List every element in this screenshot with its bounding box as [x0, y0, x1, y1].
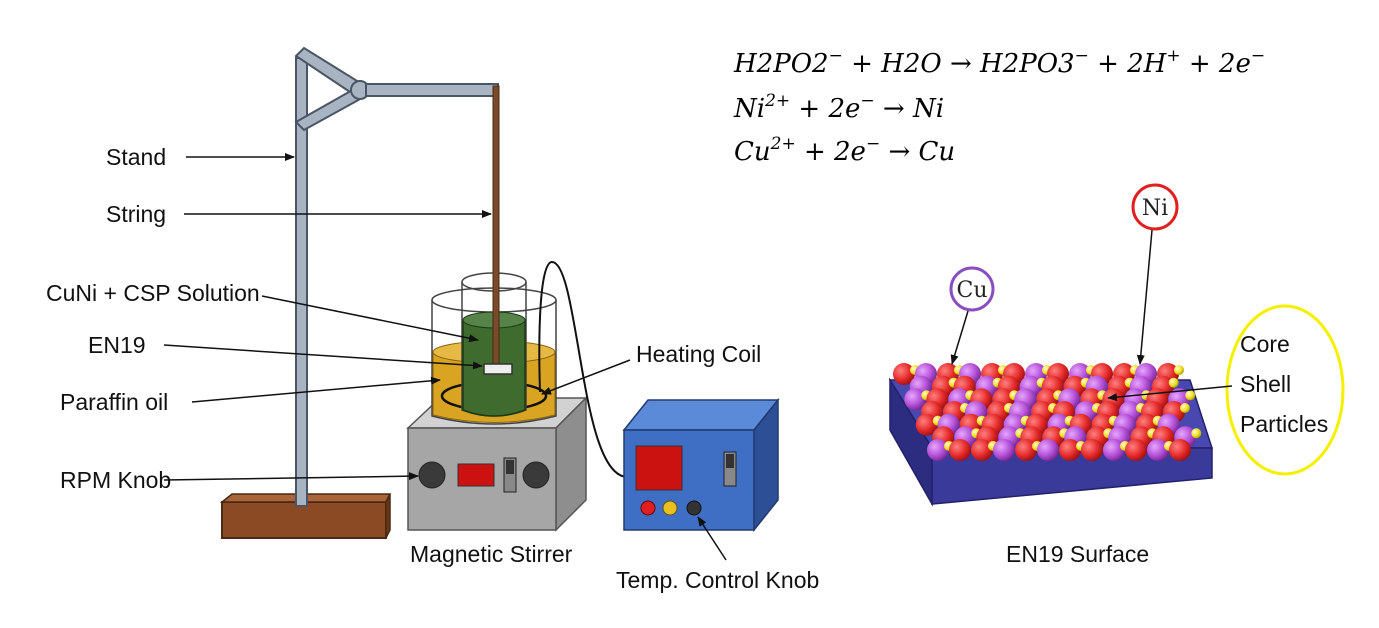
ni-particle — [1169, 439, 1191, 461]
arrow-heating-coil — [541, 359, 631, 395]
label-temp-knob: Temp. Control Knob — [616, 567, 819, 593]
rpm-knob-right — [522, 461, 550, 489]
label-cu: Cu — [956, 278, 987, 303]
controller-light-yellow — [662, 500, 678, 516]
controller-top — [622, 399, 780, 431]
cu-particle — [1147, 439, 1169, 461]
core-shell-particle — [1180, 403, 1190, 413]
label-magnetic-stirrer: Magnetic Stirrer — [410, 541, 573, 567]
cu-particle — [993, 439, 1015, 461]
label-shell: Shell — [1240, 371, 1291, 397]
temp-controller — [622, 397, 780, 533]
ni-particle — [915, 413, 938, 436]
label-rpm-knob: RPM Knob — [60, 467, 171, 493]
core-shell-particle — [1174, 365, 1184, 375]
en19-surface — [888, 363, 1214, 507]
cu-particle — [1103, 439, 1125, 461]
label-stand: Stand — [106, 144, 166, 170]
core-shell-particle — [1191, 428, 1202, 439]
equation-2: Ni2+ + 2e− → Ni — [733, 91, 944, 124]
cu-particle — [1037, 439, 1059, 461]
core-shell-particle — [1168, 377, 1179, 388]
stand-base — [221, 501, 387, 539]
arrow-rpm-knob — [163, 472, 419, 481]
label-particles: Particles — [1240, 411, 1328, 437]
ni-particle — [893, 363, 915, 385]
particle-layer — [893, 363, 1202, 461]
cu-particle — [927, 439, 949, 461]
label-string: String — [106, 201, 166, 227]
arrow-core-shell — [1107, 385, 1233, 402]
label-paraffin: Paraffin oil — [60, 389, 168, 415]
arrow-en19 — [163, 344, 483, 370]
stand-arm — [365, 83, 499, 97]
controller-display — [635, 445, 683, 491]
heating-wire — [538, 260, 633, 478]
rpm-knob-left — [418, 461, 446, 489]
core-shell-callout-ring — [1225, 304, 1345, 476]
arrow-temp-knob — [697, 516, 727, 561]
label-core: Core — [1240, 331, 1290, 357]
controller-light-red — [640, 500, 656, 516]
stand — [219, 46, 499, 539]
temp-control-knob — [686, 500, 702, 516]
cu-callout-ring — [949, 266, 995, 312]
label-solution: CuNi + CSP Solution — [46, 280, 260, 306]
ni-particle — [971, 439, 993, 461]
ni-particle — [1081, 439, 1103, 461]
ni-particle — [1125, 439, 1147, 461]
ni-callout-ring — [1131, 183, 1179, 231]
en19-specimen — [483, 363, 513, 375]
label-heating-coil: Heating Coil — [636, 341, 761, 367]
outer-beaker — [431, 300, 557, 425]
label-en19-surface: EN19 Surface — [1006, 541, 1149, 567]
arrow-paraffin — [191, 376, 441, 403]
arrow-solution — [261, 295, 479, 343]
core-shell-particle — [1185, 390, 1196, 401]
arrow-ni — [1136, 229, 1153, 365]
string — [492, 85, 500, 367]
beaker-assembly — [431, 85, 557, 425]
ni-particle — [949, 439, 971, 461]
ni-particle — [1015, 439, 1037, 461]
ni-particle — [1059, 439, 1081, 461]
label-ni: Ni — [1142, 196, 1168, 221]
label-en19: EN19 — [88, 332, 146, 358]
stirrer-display — [457, 463, 495, 487]
equation-3: Cu2+ + 2e− → Cu — [734, 134, 955, 167]
equation-1: H2PO2− + H2O → H2PO3− + 2H+ + 2e− — [733, 46, 1265, 79]
arrow-cu — [950, 310, 969, 365]
cu-particle — [904, 388, 927, 411]
